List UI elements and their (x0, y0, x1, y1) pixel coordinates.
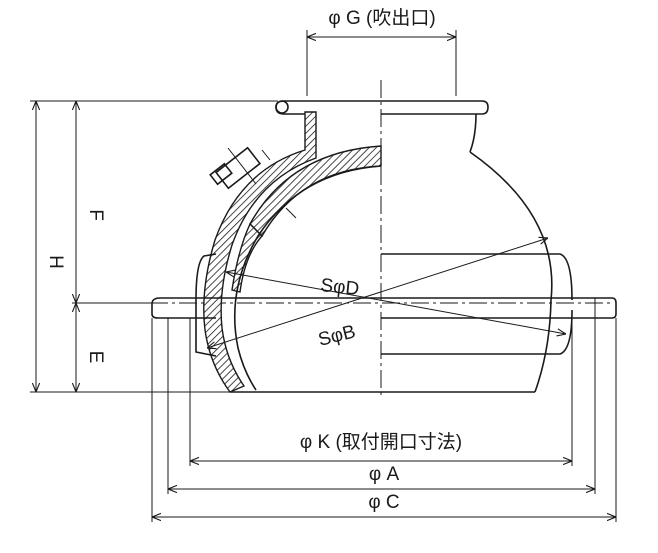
label-b: SφB (316, 321, 358, 350)
outer-body-right (381, 100, 617, 393)
label-c: φ C (368, 492, 399, 513)
section-left (151, 100, 382, 393)
label-h: H (45, 255, 66, 269)
sphere-b-line (226, 272, 566, 334)
label-k: φ K (取付開口寸法) (300, 431, 462, 453)
label-d: SφD (319, 275, 360, 300)
sphere-d-line (207, 238, 548, 348)
label-f: F (85, 209, 106, 221)
label-g: φ G (吹出口) (328, 7, 435, 29)
set-screw (209, 146, 271, 190)
label-a: φ A (369, 464, 400, 485)
label-e: E (85, 351, 106, 364)
